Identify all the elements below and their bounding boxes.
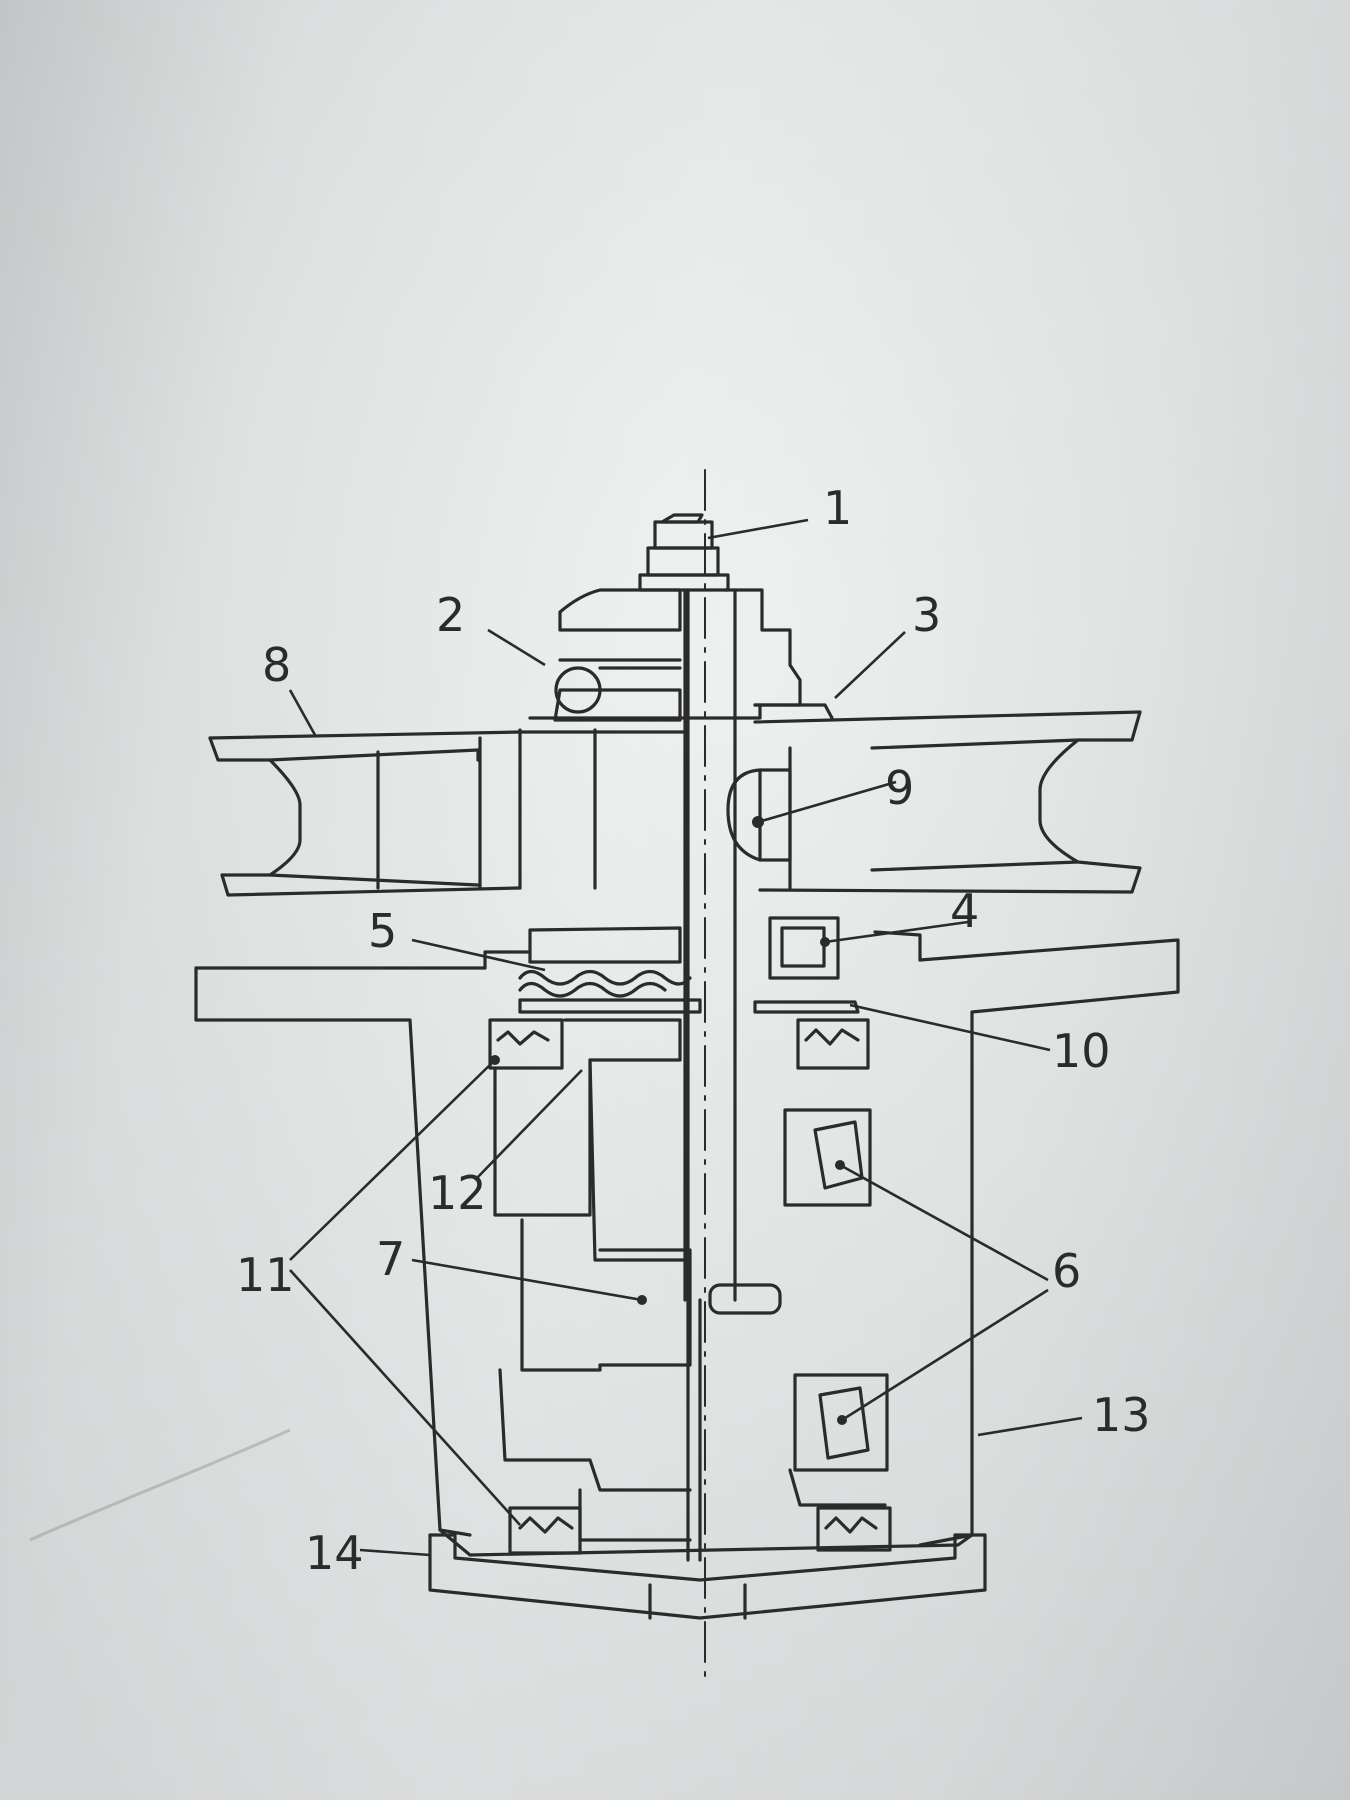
- label-6: 6: [1052, 1244, 1082, 1298]
- label-3: 3: [912, 588, 942, 642]
- label-12: 12: [428, 1166, 487, 1220]
- lower-seals-part-11: [508, 1506, 892, 1555]
- label-13: 13: [1092, 1388, 1151, 1442]
- label-2: 2: [436, 588, 466, 642]
- label-9: 9: [885, 761, 915, 815]
- housing-flange: [194, 926, 1180, 1547]
- label-14: 14: [305, 1526, 364, 1580]
- sleeve-part-12: [493, 1018, 692, 1262]
- spring-part-5: [518, 969, 692, 998]
- bottom-cap-part-14: [428, 1533, 987, 1620]
- label-1: 1: [823, 481, 853, 535]
- top-nut-part-1: [638, 513, 730, 592]
- label-7: 7: [376, 1232, 406, 1286]
- snap-ring-part-10: [518, 998, 860, 1014]
- label-11: 11: [236, 1248, 295, 1302]
- paper-smudge: [29, 1428, 291, 1542]
- label-5: 5: [368, 904, 398, 958]
- washer-part-2: [553, 588, 682, 722]
- spacer-part-4: [768, 916, 840, 980]
- leader-dots: [490, 816, 847, 1425]
- main-shaft: [683, 588, 782, 1562]
- upper-seals-part-11: [488, 1018, 870, 1070]
- housing-body-part-13: [438, 1528, 974, 1557]
- label-10: 10: [1052, 1024, 1111, 1078]
- leader-lines: [288, 518, 1083, 1557]
- collar-part-3: [528, 588, 834, 720]
- label-8: 8: [262, 638, 292, 692]
- label-4: 4: [950, 884, 980, 938]
- key-part-9: [726, 768, 792, 862]
